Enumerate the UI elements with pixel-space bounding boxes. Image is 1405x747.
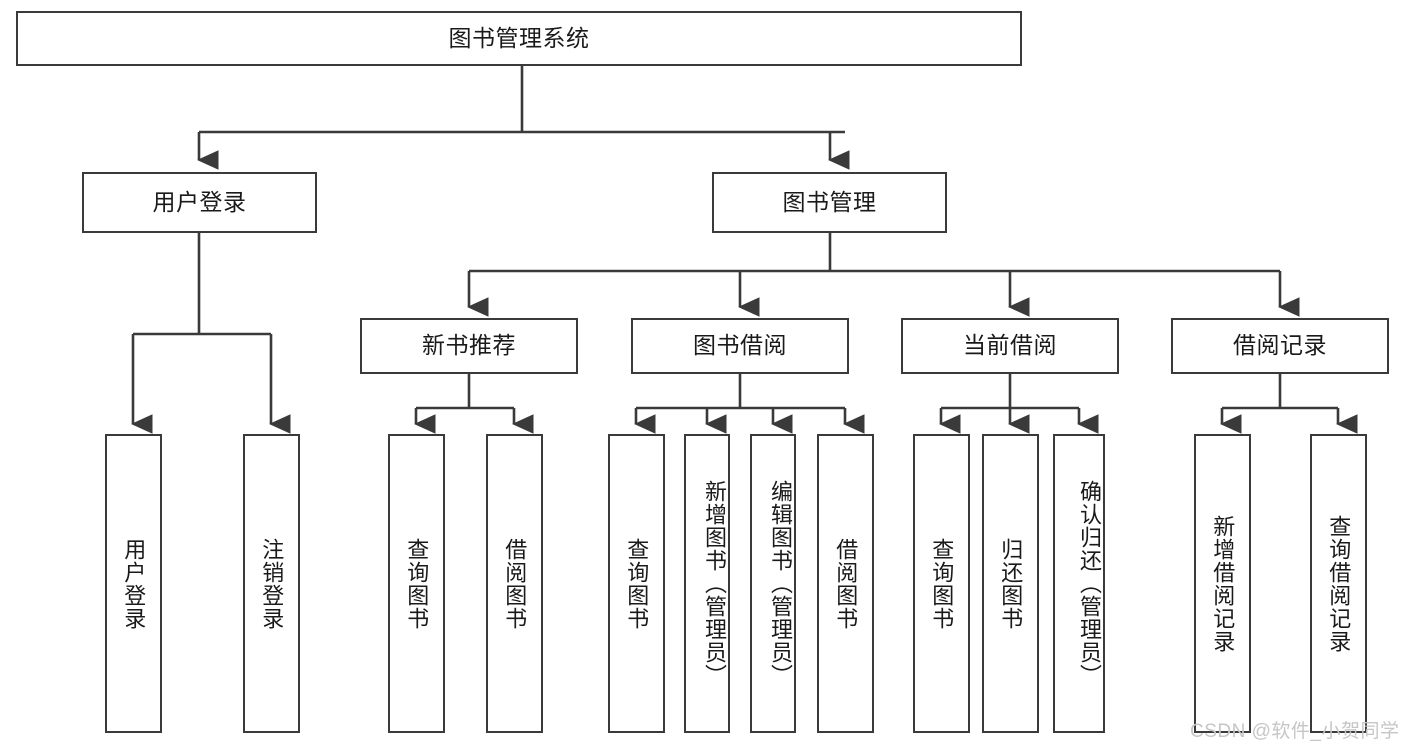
leaf-current-borrow-query[interactable]: 查询图书 [913,434,970,733]
leaf-current-borrow-confirm-admin[interactable]: 确认归还（管理员） [1053,434,1105,733]
leaf-user-login-signout[interactable]: 注销登录 [243,434,300,733]
node-user-login[interactable]: 用户登录 [82,172,317,233]
node-borrow-record[interactable]: 借阅记录 [1171,318,1389,374]
node-root-library-system[interactable]: 图书管理系统 [16,11,1022,66]
leaf-new-book-borrow[interactable]: 借阅图书 [486,434,543,733]
node-book-borrow[interactable]: 图书借阅 [631,318,849,374]
leaf-user-login-signin[interactable]: 用户登录 [105,434,162,733]
node-book-management[interactable]: 图书管理 [712,172,947,233]
node-new-book-recommend[interactable]: 新书推荐 [360,318,578,374]
csdn-watermark: CSDN @软件_小贺同学 [1190,721,1400,742]
leaf-borrow-record-query[interactable]: 查询借阅记录 [1310,434,1367,733]
leaf-book-borrow-add-admin[interactable]: 新增图书（管理员） [684,434,730,733]
leaf-borrow-record-add[interactable]: 新增借阅记录 [1194,434,1251,733]
node-current-borrow[interactable]: 当前借阅 [901,318,1119,374]
leaf-book-borrow-query[interactable]: 查询图书 [608,434,665,733]
leaf-book-borrow-borrow[interactable]: 借阅图书 [817,434,874,733]
leaf-new-book-query[interactable]: 查询图书 [388,434,445,733]
leaf-current-borrow-return[interactable]: 归还图书 [982,434,1039,733]
leaf-book-borrow-edit-admin[interactable]: 编辑图书（管理员） [750,434,796,733]
